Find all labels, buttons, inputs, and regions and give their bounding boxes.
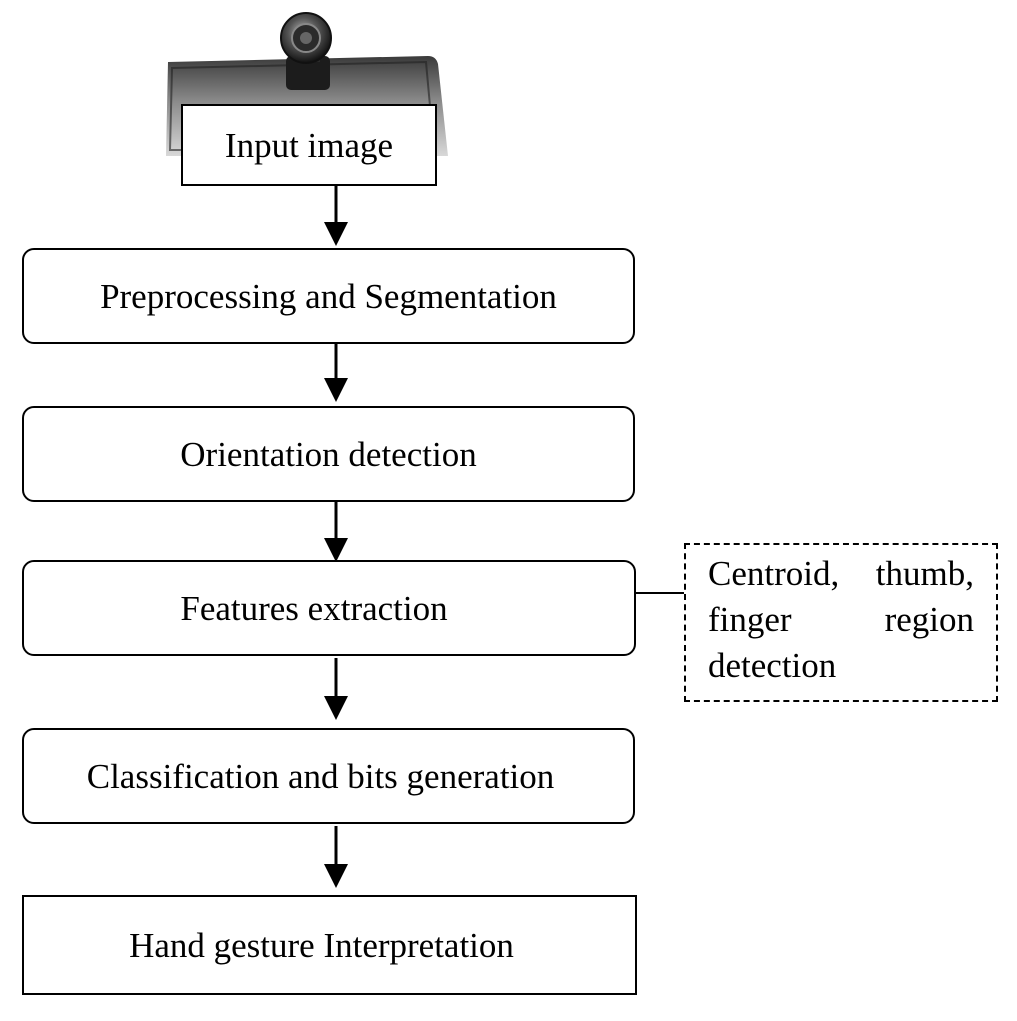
classification-bits-box: Classification and bits generation: [22, 728, 635, 824]
hand-gesture-interpretation-box: Hand gesture Interpretation: [22, 895, 637, 995]
features-extraction-label: Features extraction: [180, 588, 448, 628]
webcam-icon: [280, 12, 332, 90]
preprocessing-segmentation-box: Preprocessing and Segmentation: [22, 248, 635, 344]
arrow-classification-to-interpretation: [324, 826, 348, 888]
features-extraction-box: Features extraction: [22, 560, 636, 656]
preprocessing-segmentation-label: Preprocessing and Segmentation: [100, 276, 557, 316]
input-image-box: Input image: [181, 104, 437, 186]
feature-detail-note-text: Centroid, thumb, finger region detection: [708, 554, 974, 685]
arrow-input-to-preprocessing: [324, 186, 348, 246]
classification-bits-label: Classification and bits generation: [86, 756, 555, 796]
hand-gesture-interpretation-label: Hand gesture Interpretation: [129, 925, 514, 965]
arrow-preprocessing-to-orientation: [324, 342, 348, 402]
arrow-orientation-to-features: [324, 502, 348, 562]
orientation-detection-box: Orientation detection: [22, 406, 635, 502]
orientation-detection-label: Orientation detection: [180, 434, 477, 474]
input-image-label: Input image: [224, 125, 394, 165]
feature-detail-note: Centroid, thumb, finger region detection: [684, 543, 998, 702]
arrow-features-to-classification: [324, 658, 348, 720]
